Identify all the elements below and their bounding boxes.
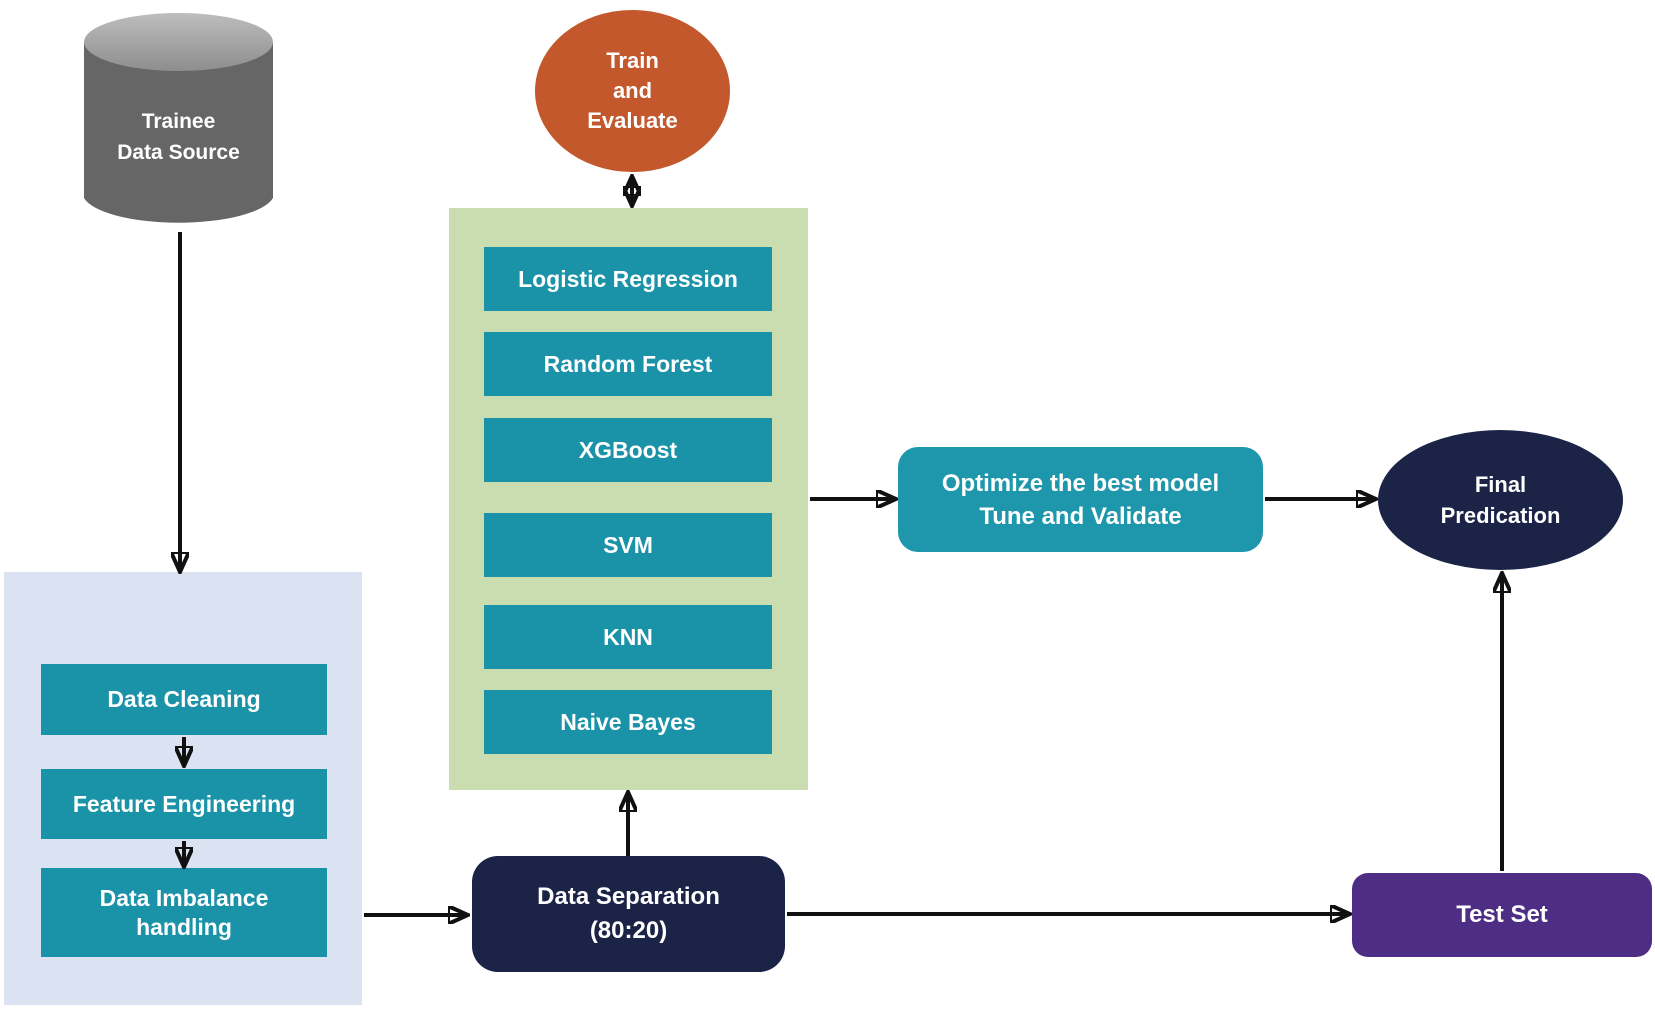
train-evaluate-node: Train and Evaluate [535,10,730,172]
label-line: and [612,78,653,103]
prep-label: Data Cleaning [107,686,261,712]
model-label: Naive Bayes [560,708,696,735]
model-label: XGBoost [578,436,678,463]
label-line: Evaluate [587,108,678,133]
trainee-data-source-node: Trainee Data Source [82,10,275,230]
prep-label: Feature Engineering [72,790,296,817]
data-separation-node: Data Separation (80:20) [472,856,785,972]
model-box-naive-bayes: Naive Bayes [484,690,772,754]
model-box-svm: SVM [484,513,772,577]
prep-box-data-cleaning: Data Cleaning [41,664,327,735]
model-label: KNN [603,623,653,650]
model-label: Logistic Regression [518,265,738,292]
final-prediction-node: Final Predication [1378,430,1623,570]
label-line: (80:20) [589,917,668,944]
label-line: Optimize the best model [941,469,1220,497]
model-box-xgboost: XGBoost [484,418,772,482]
optimize-tune-validate-node: Optimize the best model Tune and Validat… [898,447,1263,552]
prep-box-data-imbalance-handling: Data Imbalance handling [41,868,327,957]
database-cylinder-icon [84,13,273,223]
label-line: Tune and Validate [979,502,1182,530]
model-box-logistic-regression: Logistic Regression [484,247,772,311]
prep-label: Data Imbalance handling [99,884,269,940]
label-line: Data Source [117,141,240,164]
label-line: Data Separation [537,883,720,910]
label-line: Final [1474,472,1527,497]
trainee-data-source-label: Trainee Data Source [82,106,275,168]
prep-box-feature-engineering: Feature Engineering [41,769,327,839]
model-label: Random Forest [543,350,713,377]
model-box-random-forest: Random Forest [484,332,772,396]
test-set-node: Test Set [1352,873,1652,957]
model-label: SVM [603,531,653,558]
label-line: Predication [1440,503,1561,528]
label-line: Trainee [141,110,216,133]
label-line: Train [606,48,659,73]
model-box-knn: KNN [484,605,772,669]
label-line: Test Set [1456,901,1548,928]
